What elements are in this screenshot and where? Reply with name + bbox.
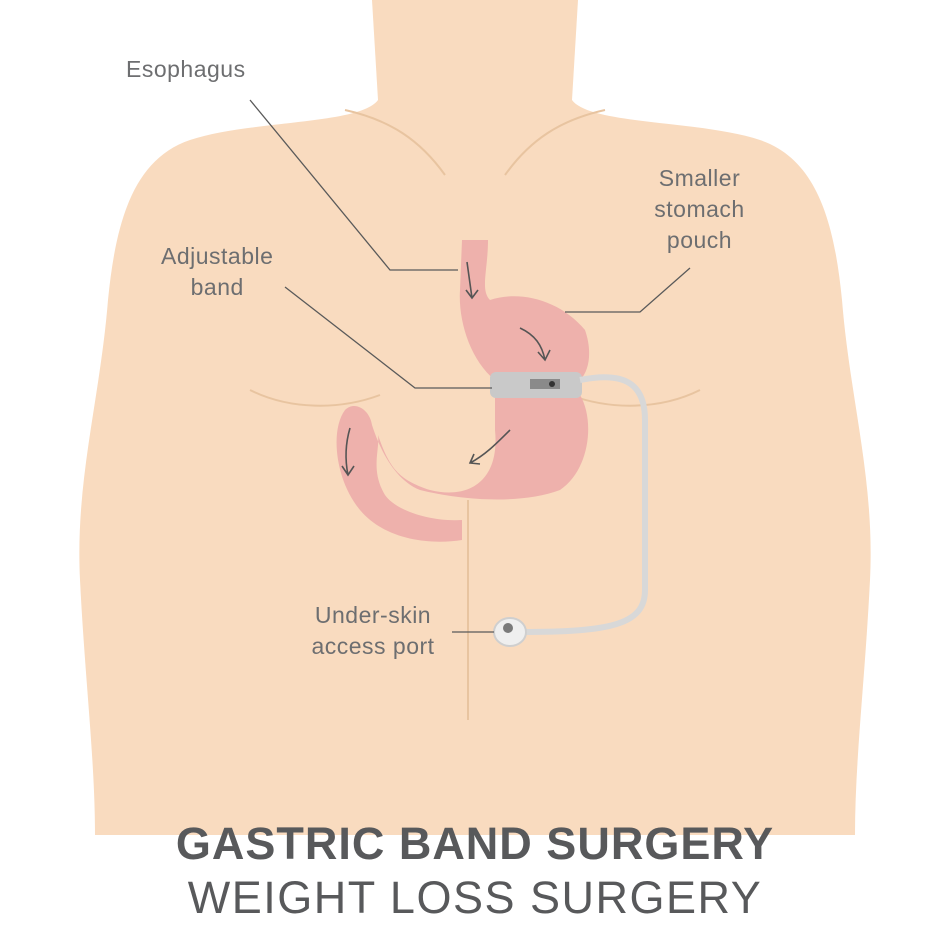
adjustable-band xyxy=(490,372,582,398)
body-contours xyxy=(249,109,701,720)
body-silhouette xyxy=(79,0,871,835)
label-adjustable-band: Adjustable band xyxy=(161,241,273,303)
label-esophagus: Esophagus xyxy=(126,56,246,82)
label-line: Adjustable xyxy=(161,243,274,269)
title-main: GASTRIC BAND SURGERY xyxy=(175,818,775,869)
label-line: access port xyxy=(311,633,435,659)
title-sub: WEIGHT LOSS SURGERY xyxy=(187,872,763,923)
label-line: band xyxy=(190,274,244,300)
label-line: Smaller xyxy=(658,165,741,191)
leader-lines xyxy=(249,99,691,633)
stomach xyxy=(336,240,590,542)
label-access-port: Under-skin access port xyxy=(298,600,448,662)
food-flow-arrows xyxy=(341,261,551,477)
label-line: pouch xyxy=(666,227,733,253)
label-line: Under-skin xyxy=(314,602,432,628)
label-smaller-pouch: Smaller stomach pouch xyxy=(642,163,757,256)
access-tube xyxy=(519,374,648,635)
label-line: stomach xyxy=(654,196,745,222)
access-port xyxy=(493,617,527,647)
